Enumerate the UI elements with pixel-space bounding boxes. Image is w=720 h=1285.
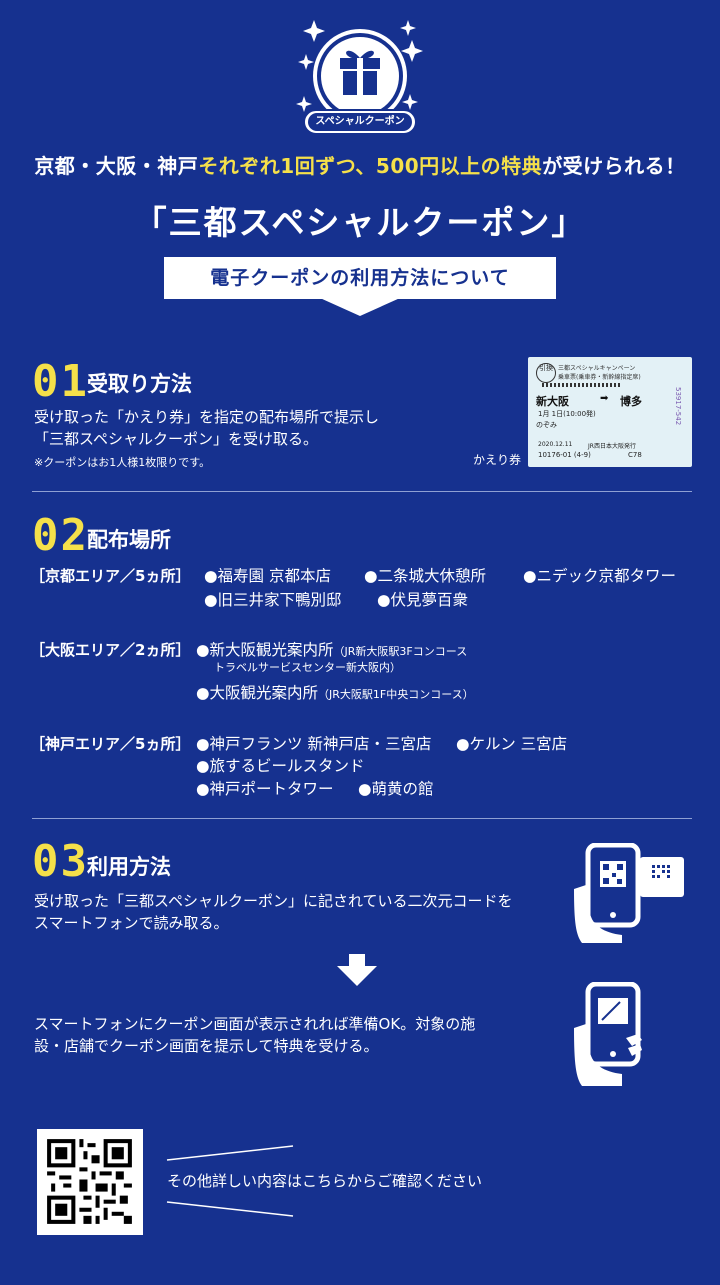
section1-note: ※クーポンはお1人様1枚限りです。	[34, 456, 211, 469]
ticket-side-code: 53917-542	[674, 387, 682, 426]
step2-line1: スマートフォンにクーポン画面が表示されれば準備OK。対象の施	[34, 1015, 476, 1033]
kyoto-area-label: ［京都エリア／5ヵ所］	[30, 567, 191, 585]
section1-title: 受取り方法	[87, 372, 192, 396]
ticket-arrow: ➡	[600, 393, 609, 404]
ticket-stripe	[542, 383, 620, 387]
osaka-location-note: （JR新大阪駅3Fコンコース	[333, 645, 468, 658]
ticket-issuer: JR西日本大阪発行	[588, 443, 636, 450]
ticket-to: 博多	[620, 395, 642, 408]
section1-number: 01	[32, 356, 89, 407]
osaka-area-label: ［大阪エリア／2ヵ所］	[30, 641, 191, 659]
ticket-serial: 10176-01 (4-9)	[538, 451, 591, 459]
gift-icon	[340, 50, 380, 95]
coupon-badge	[296, 20, 423, 135]
headline-part1: 京都・大阪・神戸	[34, 154, 199, 178]
osaka-location: ●大阪観光案内所（JR大阪駅1F中央コンコース）	[196, 681, 474, 703]
phone-coupon-icon	[574, 982, 642, 1086]
step2-line2: 設・店舗でクーポン画面を提示して特典を受ける。	[34, 1037, 379, 1055]
kyoto-location: ●伏見夢百衆	[377, 591, 469, 609]
kyoto-location: ●福寿園 京都本店	[204, 567, 331, 585]
headline: 京都・大阪・神戸それぞれ1回ずつ、500円以上の特典が受けられる！	[0, 150, 720, 179]
phone-scan-icon	[574, 843, 684, 943]
kobe-location: ●萌黄の館	[358, 780, 434, 798]
qr-code-icon[interactable]	[37, 1129, 143, 1235]
osaka-location: ●新大阪観光案内所（JR新大阪駅3Fコンコース	[196, 638, 467, 660]
coupon-badge-label: スペシャルクーポン	[315, 116, 405, 127]
usage-banner: 電子クーポンの利用方法について	[164, 257, 556, 299]
headline-part3: が受けられる！	[542, 154, 686, 178]
headline-highlight: それぞれ1回ずつ、500円以上の特典	[198, 154, 543, 178]
kyoto-location: ●二条城大休憩所	[364, 567, 487, 585]
qr-code-graphic	[37, 1129, 143, 1235]
osaka-location-note2: トラベルサービスセンター新大阪内）	[214, 661, 401, 674]
ticket-sub: 乗車票(乗車券・新幹線指定席)	[558, 374, 641, 381]
section1-line2: 「三都スペシャルクーポン」を受け取る。	[34, 430, 318, 448]
ticket-from: 新大阪	[536, 395, 569, 408]
section2-number: 02	[32, 510, 89, 561]
ticket-row2: のぞみ	[536, 421, 557, 429]
ticket-label: かえり券	[473, 453, 522, 467]
ticket-row1: 1月 1日(10:00発)	[538, 410, 596, 418]
kyoto-location: ●ニデック京都タワー	[523, 567, 677, 585]
banner-arrow	[320, 298, 400, 316]
osaka-location-name: ●大阪観光案内所	[196, 684, 319, 702]
osaka-location-name: ●新大阪観光案内所	[196, 641, 334, 659]
kobe-location: ●神戸ポートタワー	[196, 780, 334, 798]
divider-1	[32, 491, 692, 492]
footer-lines	[166, 1145, 294, 1217]
arrow-down-icon	[337, 954, 377, 986]
section3-title: 利用方法	[87, 855, 171, 879]
ticket-badge: 引換	[536, 363, 556, 383]
kobe-location: ●旅するビールスタンド	[196, 757, 365, 775]
osaka-location-note: （JR大阪駅1F中央コンコース）	[318, 688, 474, 701]
kobe-location: ●神戸フランツ 新神戸店・三宮店	[196, 735, 432, 753]
kobe-location: ●ケルン 三宮店	[456, 735, 568, 753]
kyoto-location: ●旧三井家下鴨別邸	[204, 591, 342, 609]
kaeri-ticket-image: 引換 三都スペシャルキャンペーン 乗車票(乗車券・新幹線指定席) 新大阪 ➡ 博…	[528, 357, 692, 467]
sparkle-icon	[296, 20, 423, 112]
section3-number: 03	[32, 836, 89, 887]
page-title: 「三都スペシャルクーポン」	[133, 203, 587, 242]
kobe-area-label: ［神戸エリア／5ヵ所］	[30, 735, 191, 753]
section3-line1: 受け取った「三都スペシャルクーポン」に記されている二次元コードを	[34, 892, 513, 910]
footer-text: その他詳しい内容はこちらからご確認ください	[167, 1172, 483, 1190]
ticket-date: 2020.12.11	[538, 441, 573, 448]
section1-line1: 受け取った「かえり券」を指定の配布場所で提示し	[34, 408, 380, 426]
ticket-code: C78	[628, 451, 642, 459]
ticket-campaign: 三都スペシャルキャンペーン	[558, 365, 636, 372]
section3-line2: スマートフォンで読み取る。	[34, 914, 229, 932]
divider-2	[32, 818, 692, 819]
section2-title: 配布場所	[87, 528, 171, 552]
